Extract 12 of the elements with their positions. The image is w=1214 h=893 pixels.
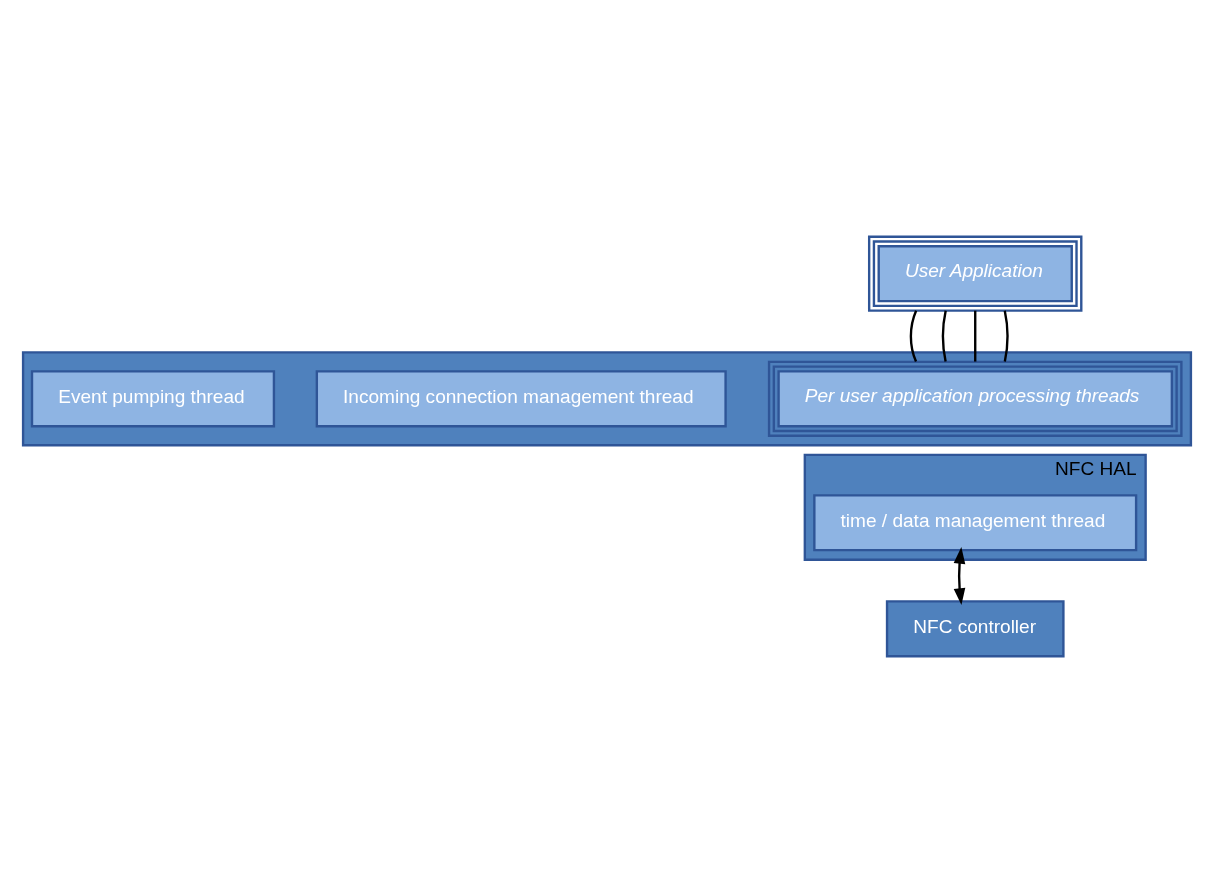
connector	[1003, 310, 1009, 362]
node-box: time / data management thread	[813, 494, 1138, 552]
node-box: Incoming connection management thread	[315, 370, 727, 428]
node-box: NFC controller	[885, 600, 1065, 658]
arrow	[953, 547, 966, 605]
node-box: User Application	[867, 235, 1083, 312]
connector	[974, 310, 977, 362]
connector	[909, 310, 918, 362]
node-box: Event pumping thread	[30, 370, 276, 428]
cluster	[21, 351, 1193, 447]
node-box: Per user application processing threads	[767, 360, 1183, 437]
connector	[941, 310, 947, 362]
